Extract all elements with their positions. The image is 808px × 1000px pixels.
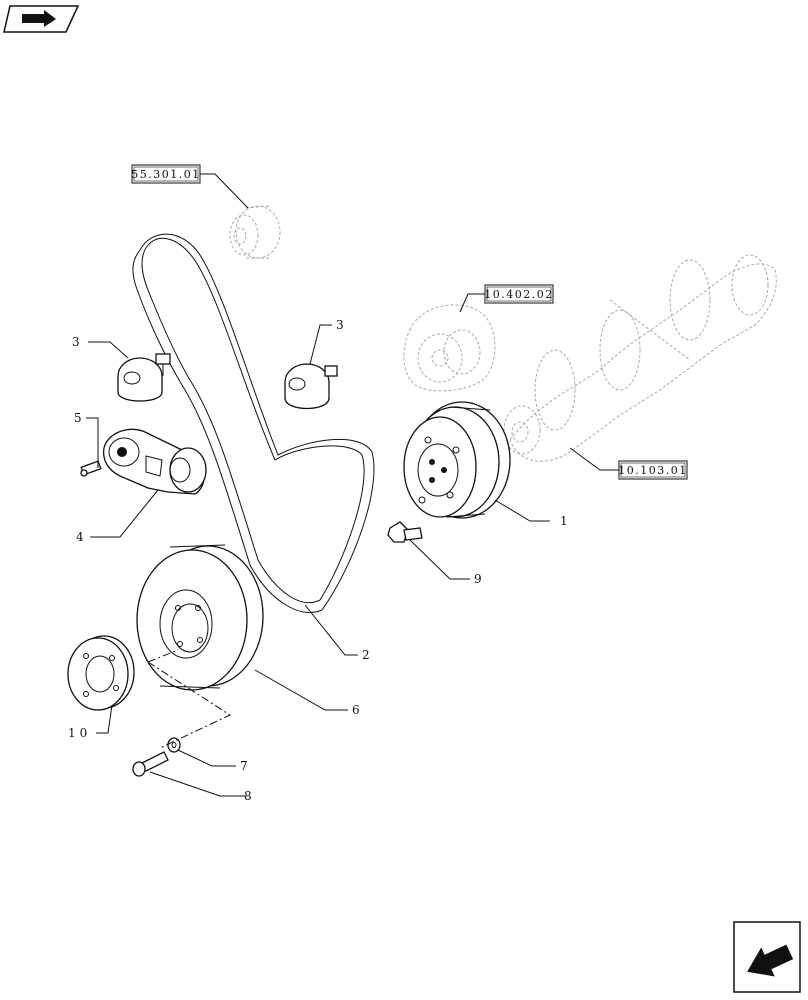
assembly-line <box>147 649 232 749</box>
tensioner-bolt <box>80 460 102 477</box>
callout-3-right: 3 <box>336 318 345 332</box>
damper-screw <box>132 751 169 777</box>
leader-8 <box>149 771 246 797</box>
leader-3a <box>88 341 129 359</box>
pulley-bolt <box>387 521 423 543</box>
reference-box-label: 10.402.02 <box>484 288 553 301</box>
callout-4: 4 <box>76 530 85 544</box>
leader-6 <box>254 669 348 711</box>
leader-10 <box>96 704 113 734</box>
leader-4 <box>90 489 159 538</box>
damper-spacer <box>67 635 135 711</box>
leader-2 <box>304 604 358 656</box>
ghost-pulley-top <box>229 205 281 259</box>
callout-1: 1 <box>560 514 569 528</box>
idler-pulley-left <box>117 353 171 402</box>
reference-box-55-301-01[interactable]: 55.301.01 <box>131 164 201 184</box>
leader-3b <box>309 324 332 365</box>
ghost-crankshaft <box>503 254 777 462</box>
washer <box>167 737 181 753</box>
book-arrow-icon[interactable] <box>3 5 80 33</box>
callout-2: 2 <box>362 648 371 662</box>
vibration-damper <box>136 544 264 691</box>
leader-ref-10-103 <box>569 447 619 471</box>
reference-box-label: 10.103.01 <box>618 464 687 477</box>
callout-10: 10 <box>68 726 91 740</box>
leader-1 <box>494 499 550 522</box>
leader-5 <box>86 417 99 468</box>
leader-ref-10-402 <box>459 293 485 313</box>
reference-box-10-103-01[interactable]: 10.103.01 <box>618 460 688 480</box>
callout-3-left: 3 <box>72 335 81 349</box>
crankshaft-pulley <box>403 401 511 519</box>
callout-7: 7 <box>240 759 249 773</box>
callout-5: 5 <box>74 411 83 425</box>
reference-box-10-402-02[interactable]: 10.402.02 <box>484 284 554 304</box>
belt-tensioner <box>102 428 207 495</box>
leader-ref-55 <box>200 173 249 209</box>
reference-box-label: 55.301.01 <box>131 168 200 181</box>
next-page-arrow-icon[interactable] <box>733 921 801 993</box>
callout-6: 6 <box>352 703 361 717</box>
ghost-water-pump <box>403 304 496 392</box>
leader-9 <box>409 539 470 580</box>
callout-9: 9 <box>474 572 483 586</box>
leader-7 <box>177 749 236 767</box>
callout-8: 8 <box>244 789 253 803</box>
idler-pulley-right <box>284 363 338 410</box>
